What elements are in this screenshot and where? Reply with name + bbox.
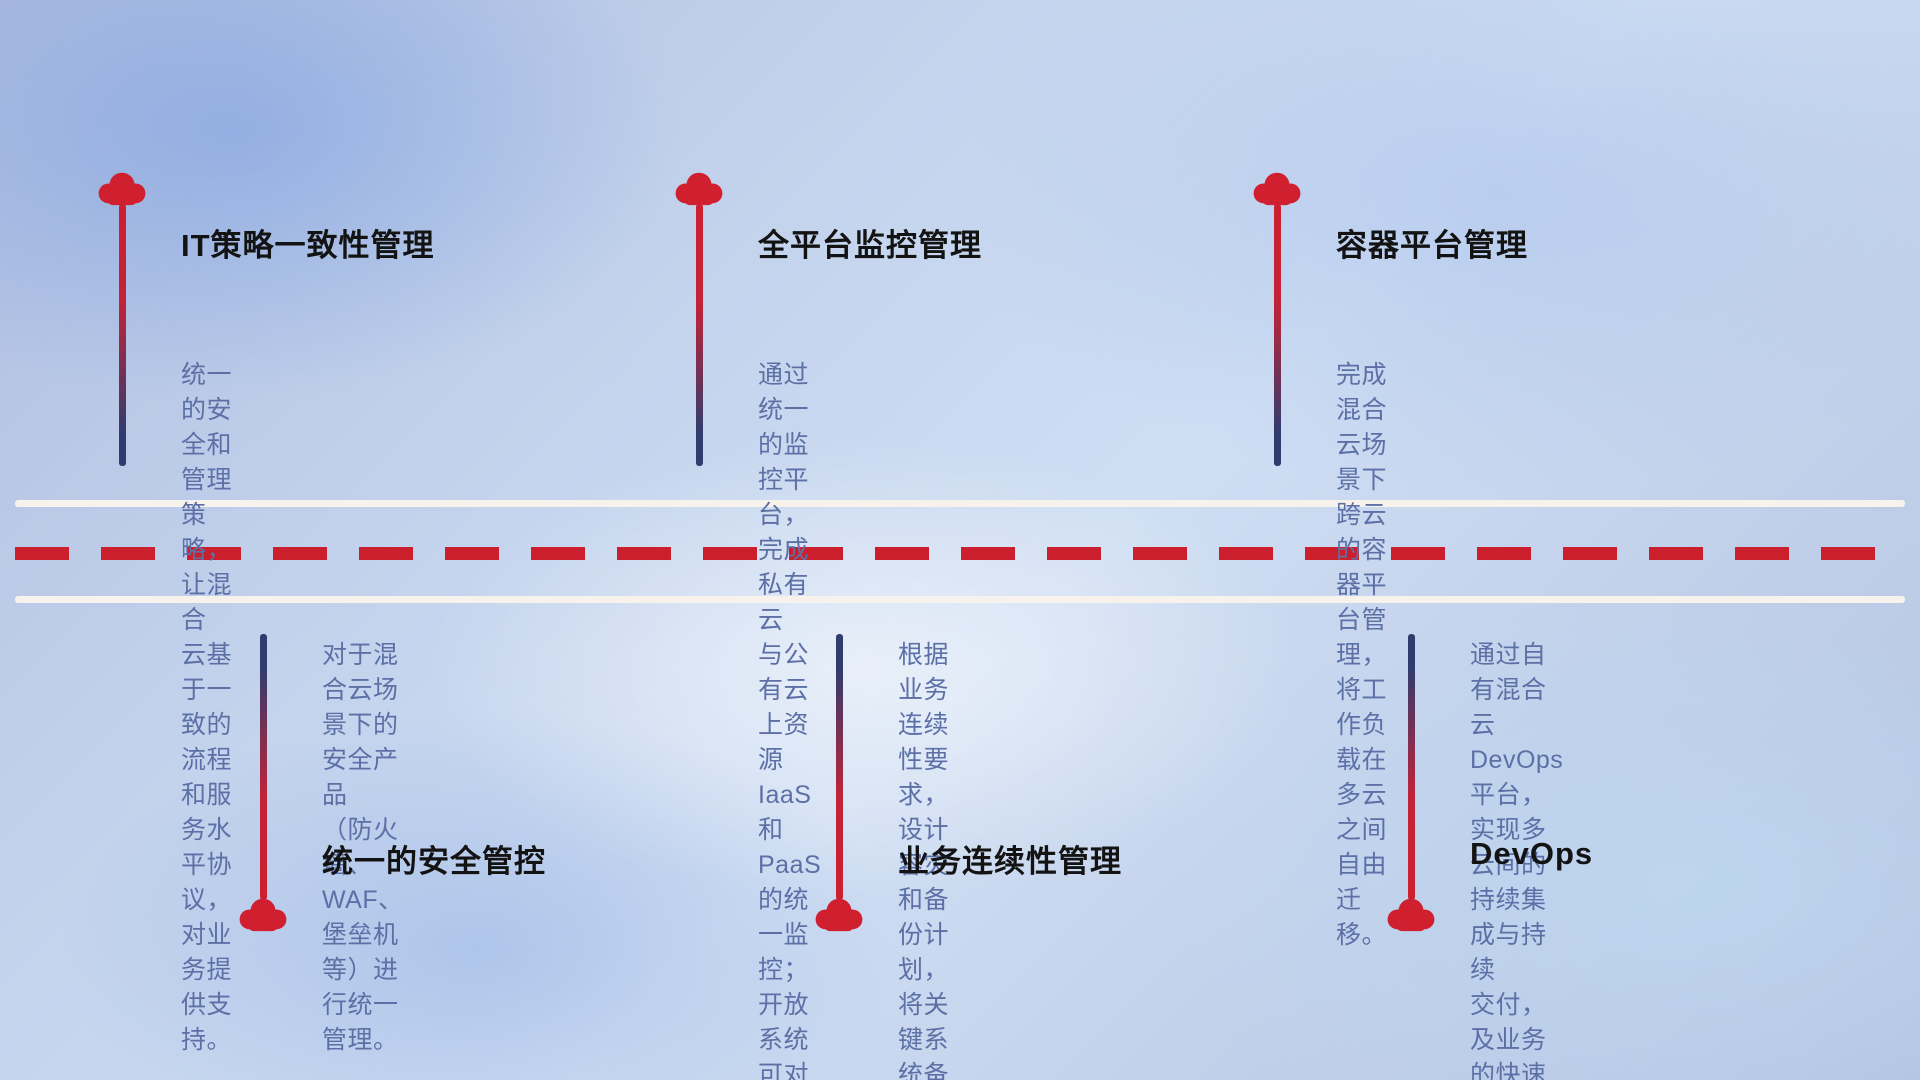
- feature-title: 统一的安全管控: [322, 844, 546, 879]
- timeline-connector: [836, 634, 843, 900]
- feature-description: 完成混合云场景下跨云的容器平 台管理，将工作负载在多云之间 自由迁移。: [1336, 361, 1388, 949]
- feature-description: 通过自有混合云DevOps平台， 实现多云间的持续集成与持续 交付，及业务的快速…: [1470, 641, 1564, 1080]
- feature-title: 容器平台管理: [1336, 228, 1528, 263]
- timeline-connector: [260, 634, 267, 900]
- cloud-icon: [1250, 168, 1304, 208]
- feature-description: 对于混合云场景下的安全产品 （防火墙、WAF、堡垒机等）进 行统一管理。: [322, 641, 404, 1054]
- road-dashed-centerline: [15, 547, 1905, 560]
- feature-description: 统一的安全和管理策略，让混合 云基于一致的流程和服务水平协 议，对业务提供支持。: [181, 361, 233, 1054]
- feature-description: 根据业务连续性要求，设计容灾 和备份计划，将关键系统备份至 线上/线下，并定期校…: [898, 641, 950, 1080]
- feature-title: DevOps: [1470, 836, 1594, 871]
- feature-description: 通过统一的监控平台，完成私有云 与公有云上资源IaaS和PaaS的统 一监控；开…: [758, 361, 822, 1080]
- timeline-connector: [1408, 634, 1415, 900]
- road-upper-line: [15, 500, 1905, 507]
- cloud-icon: [1384, 894, 1438, 934]
- cloud-icon: [812, 894, 866, 934]
- road-lower-line: [15, 596, 1905, 603]
- feature-title: 全平台监控管理: [758, 228, 982, 263]
- timeline-connector: [1274, 204, 1281, 466]
- feature-title: 业务连续性管理: [898, 844, 1122, 879]
- timeline-connector: [119, 204, 126, 466]
- cloud-icon: [672, 168, 726, 208]
- cloud-icon: [95, 168, 149, 208]
- feature-title: IT策略一致性管理: [181, 228, 435, 263]
- timeline-connector: [696, 204, 703, 466]
- cloud-icon: [236, 894, 290, 934]
